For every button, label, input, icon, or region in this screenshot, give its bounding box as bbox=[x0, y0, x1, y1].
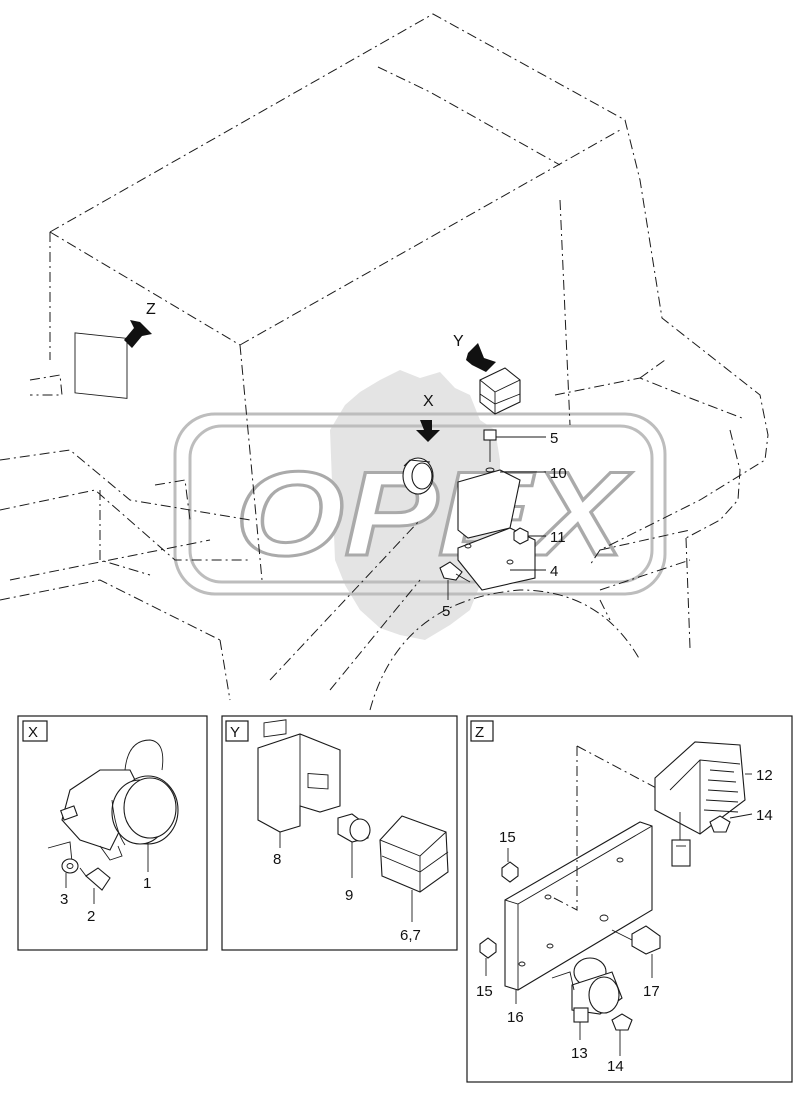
callout-11: 11 bbox=[550, 529, 566, 546]
view-arrow-x: X bbox=[402, 393, 440, 495]
view-z-callout-16: 16 bbox=[507, 1009, 524, 1026]
relay-box-main bbox=[479, 367, 521, 415]
horn-main bbox=[402, 457, 434, 495]
view-y-callout-6-7: 6,7 bbox=[400, 927, 421, 944]
detail-view-y: Y 8 9 6,7 bbox=[221, 715, 458, 951]
view-arrow-label-z: Z bbox=[146, 301, 156, 318]
detail-view-x: X 1 3 2 bbox=[17, 715, 208, 951]
view-z-callout-14-top: 14 bbox=[756, 807, 773, 824]
view-arrow-y: Y bbox=[453, 333, 521, 415]
view-x-tag: X bbox=[28, 724, 38, 741]
detail-view-z: Z bbox=[466, 715, 793, 1083]
view-y-tag: Y bbox=[230, 724, 240, 741]
view-arrow-label-x: X bbox=[423, 393, 434, 410]
callout-5-bottom: 5 bbox=[442, 603, 450, 620]
bracket-assembly-main bbox=[439, 429, 536, 591]
view-z-callout-12: 12 bbox=[756, 767, 773, 784]
view-y-callout-9: 9 bbox=[345, 887, 353, 904]
view-x-callout-3: 3 bbox=[60, 891, 68, 908]
machine-body bbox=[0, 13, 769, 711]
view-z-callout-14-bottom: 14 bbox=[607, 1058, 624, 1075]
callout-10: 10 bbox=[550, 465, 567, 482]
view-x-callout-2: 2 bbox=[87, 908, 95, 925]
view-z-callout-17: 17 bbox=[643, 983, 660, 1000]
view-z-callout-15-top: 15 bbox=[499, 829, 516, 846]
view-arrow-z: Z bbox=[74, 301, 156, 399]
view-z-tag: Z bbox=[475, 724, 484, 741]
opex-watermark: OPEX bbox=[173, 370, 667, 640]
view-z-callout-15-bottom: 15 bbox=[476, 983, 493, 1000]
main-callouts: 5 10 11 4 5 bbox=[442, 430, 567, 620]
callout-4: 4 bbox=[550, 563, 558, 580]
callout-5-top: 5 bbox=[550, 430, 558, 447]
view-arrow-label-y: Y bbox=[453, 333, 464, 350]
view-y-callout-8: 8 bbox=[273, 851, 281, 868]
view-z-callout-13: 13 bbox=[571, 1045, 588, 1062]
view-x-callout-1: 1 bbox=[143, 875, 151, 892]
watermark-text: OPEX bbox=[235, 447, 633, 581]
